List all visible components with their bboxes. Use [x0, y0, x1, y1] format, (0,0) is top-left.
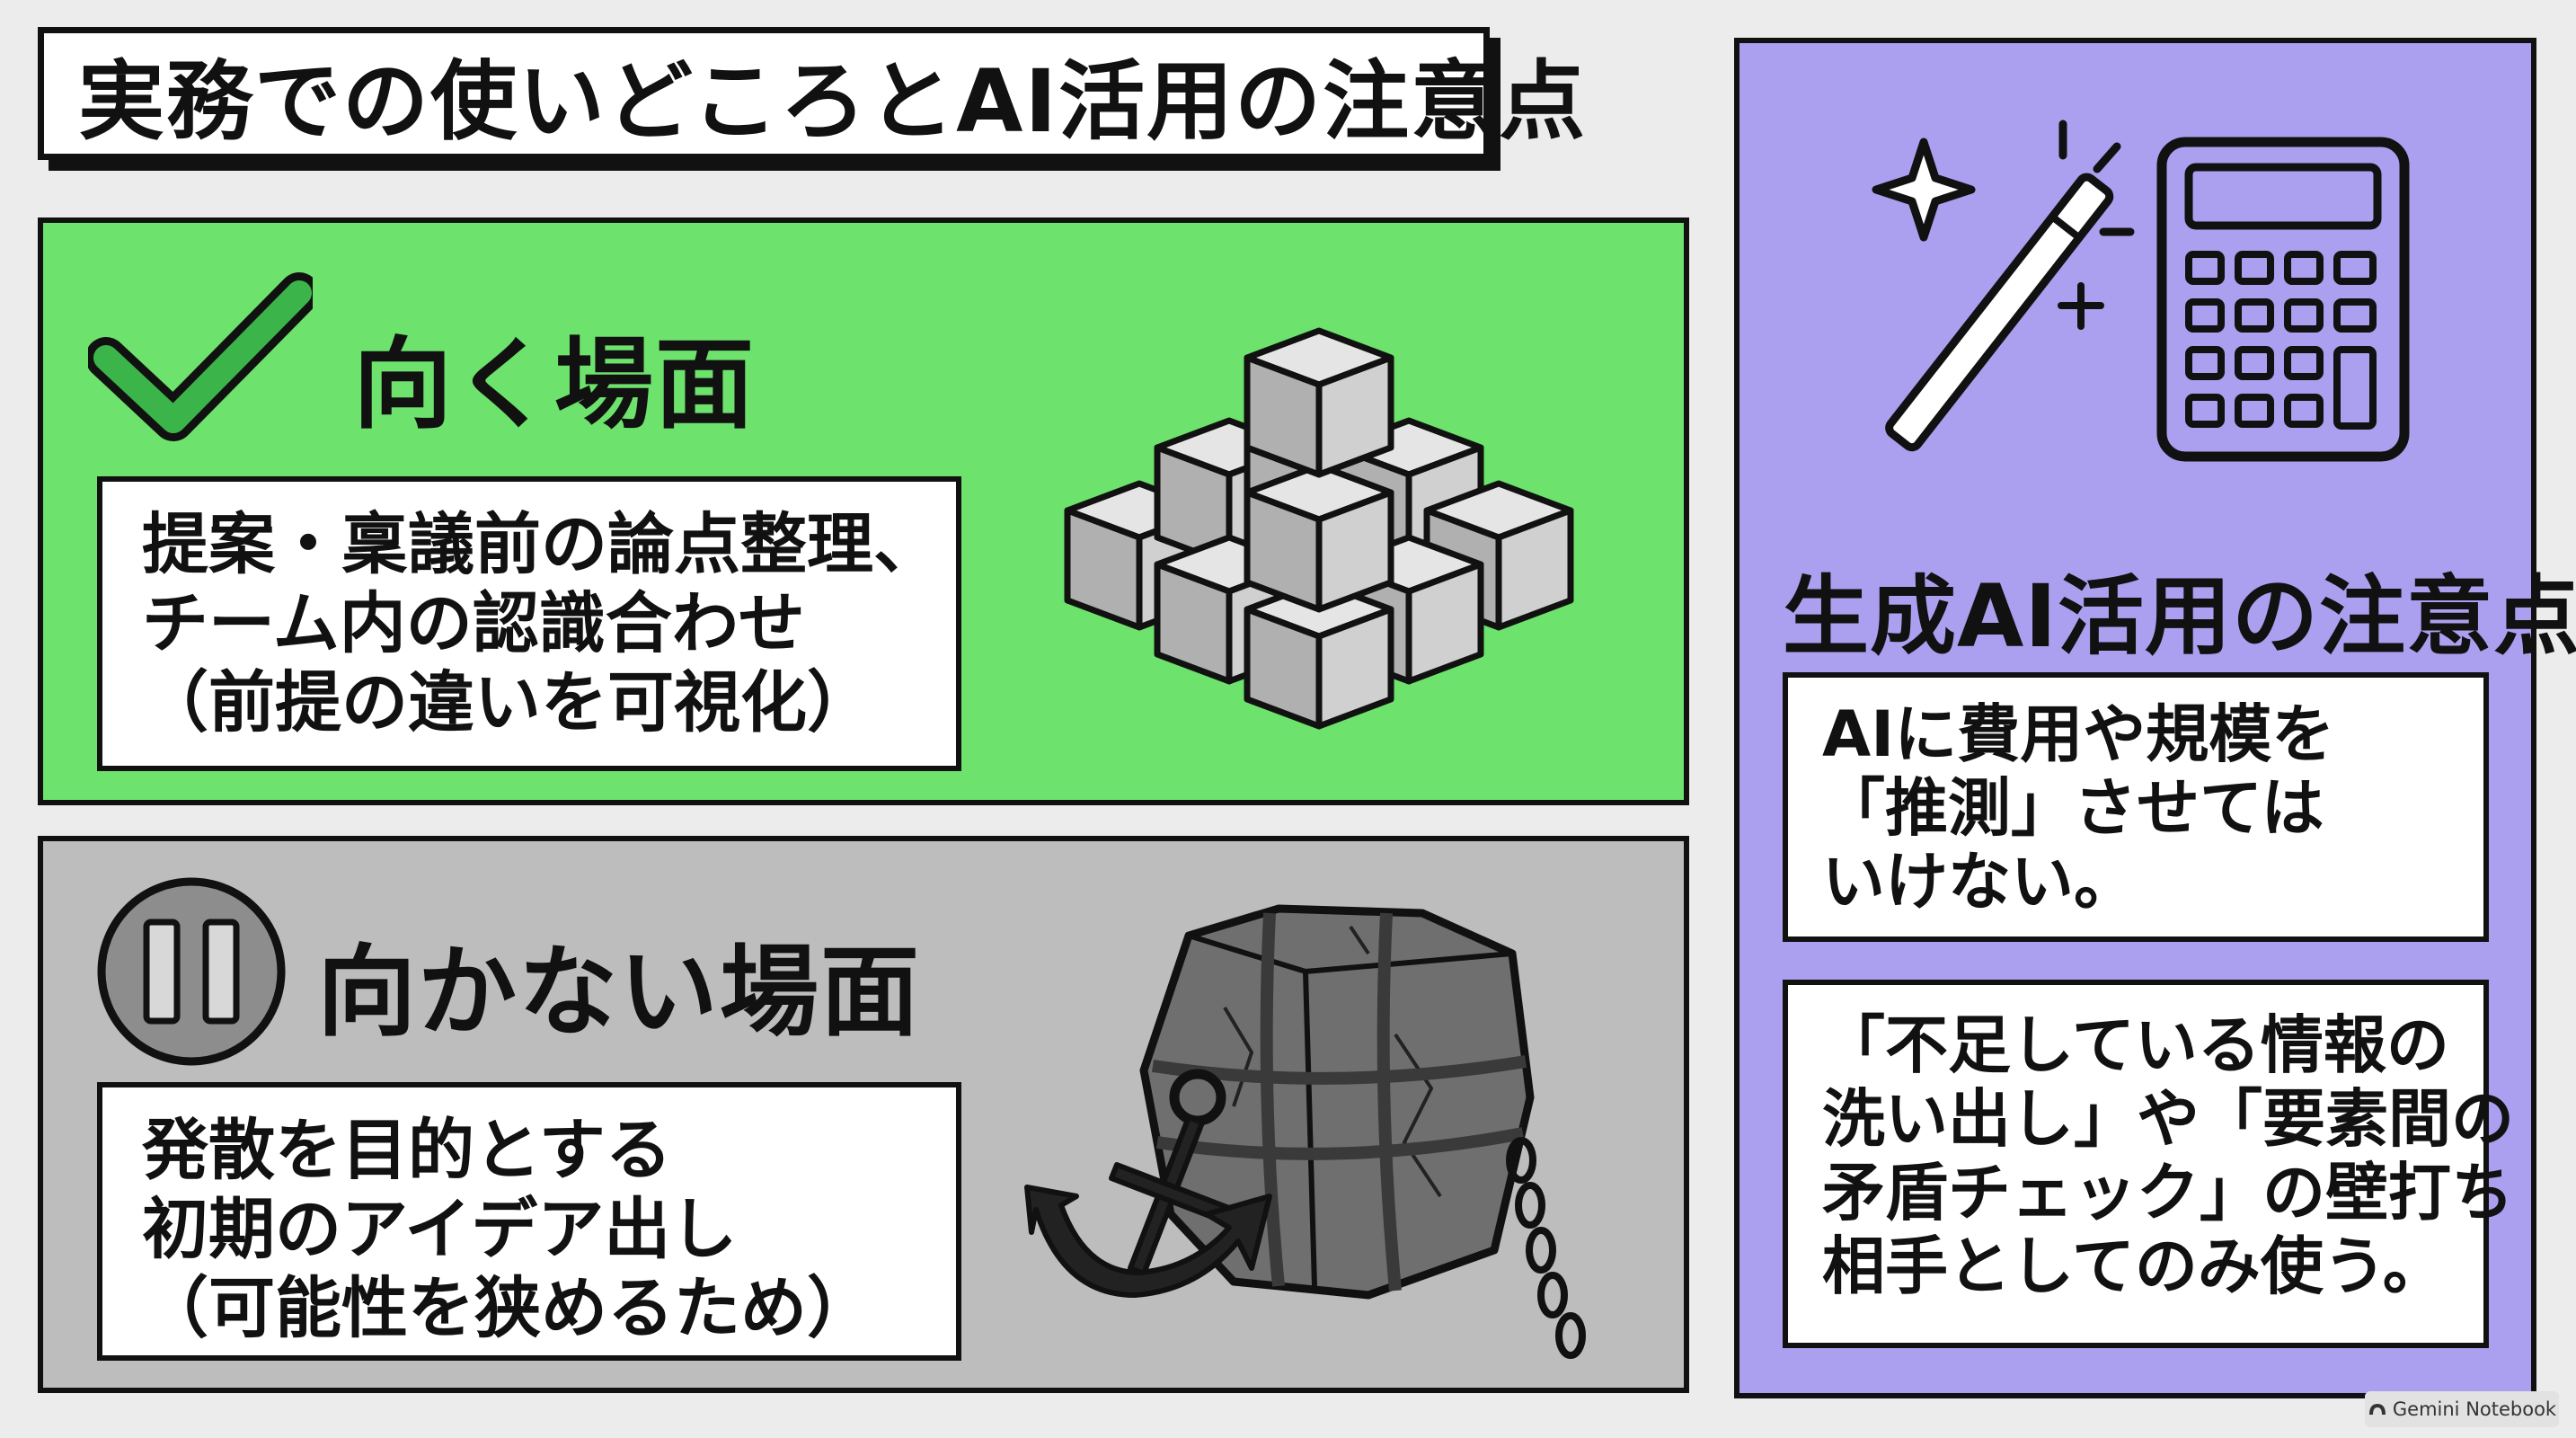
title-box: 実務での使いどころとAI活用の注意点 [38, 27, 1585, 160]
ai-caution-panel: 生成AI活用の注意点 AIに費用や規模を 「推測」させては いけない。 「不足し… [1734, 38, 2576, 1398]
unsuitable-panel: 向かない場面 発散を目的とする 初期のアイデア出し （可能性を狭めるため） [38, 836, 1689, 1393]
usage-line: 相手としてのみ使う。 [1822, 1229, 2446, 1303]
suitable-line: チーム内の認識合わせ [142, 585, 805, 662]
page-title: 実務での使いどころとAI活用の注意点 [78, 50, 1588, 152]
watermark-label: Gemini Notebook [2392, 1398, 2557, 1420]
suitable-panel: 向く場面 提案・稟議前の論点整理、 チーム内の認識合わせ （前提の違いを可視化） [38, 217, 1689, 805]
unsuitable-heading: 向かない場面 [317, 935, 921, 1050]
notebook-logo-icon [2368, 1404, 2386, 1415]
usage-line: 洗い出し」や「要素間の [1822, 1082, 2514, 1156]
ai-caution-heading: 生成AI活用の注意点 [1783, 566, 2576, 667]
unsuitable-line: 発散を目的とする [142, 1112, 672, 1189]
cubes-icon [1049, 250, 1589, 789]
usage-note-box: 「不足している情報の 洗い出し」や「要素間の 矛盾チェック」の壁打ち 相手として… [1783, 980, 2514, 1348]
unsuitable-text-box: 発散を目的とする 初期のアイデア出し （可能性を狭めるため） [97, 1082, 961, 1361]
caution-line: 「推測」させては [1822, 771, 2324, 845]
calculator-icon [2156, 137, 2410, 462]
caution-note-box: AIに費用や規模を 「推測」させては いけない。 [1783, 672, 2489, 942]
suitable-line: （前提の違いを可視化） [142, 664, 873, 741]
watermark: Gemini Notebook [2365, 1391, 2559, 1427]
caution-line: いけない。 [1822, 845, 2137, 919]
usage-line: 「不足している情報の [1822, 1008, 2449, 1082]
check-icon [88, 272, 313, 441]
caution-line: AIに費用や規模を [1822, 697, 2335, 771]
unsuitable-line: （可能性を狭めるため） [142, 1270, 873, 1347]
suitable-text-box: 提案・稟議前の論点整理、 チーム内の認識合わせ （前提の違いを可視化） [97, 476, 961, 771]
magic-wand-icon [1872, 120, 2135, 452]
suitable-line: 提案・稟議前の論点整理、 [142, 506, 940, 583]
suitable-heading: 向く場面 [353, 327, 756, 442]
unsuitable-line: 初期のアイデア出し [142, 1191, 738, 1268]
rock-anchor-icon [1024, 904, 1586, 1359]
usage-line: 矛盾チェック」の壁打ち [1822, 1156, 2514, 1229]
pause-icon [97, 877, 286, 1066]
